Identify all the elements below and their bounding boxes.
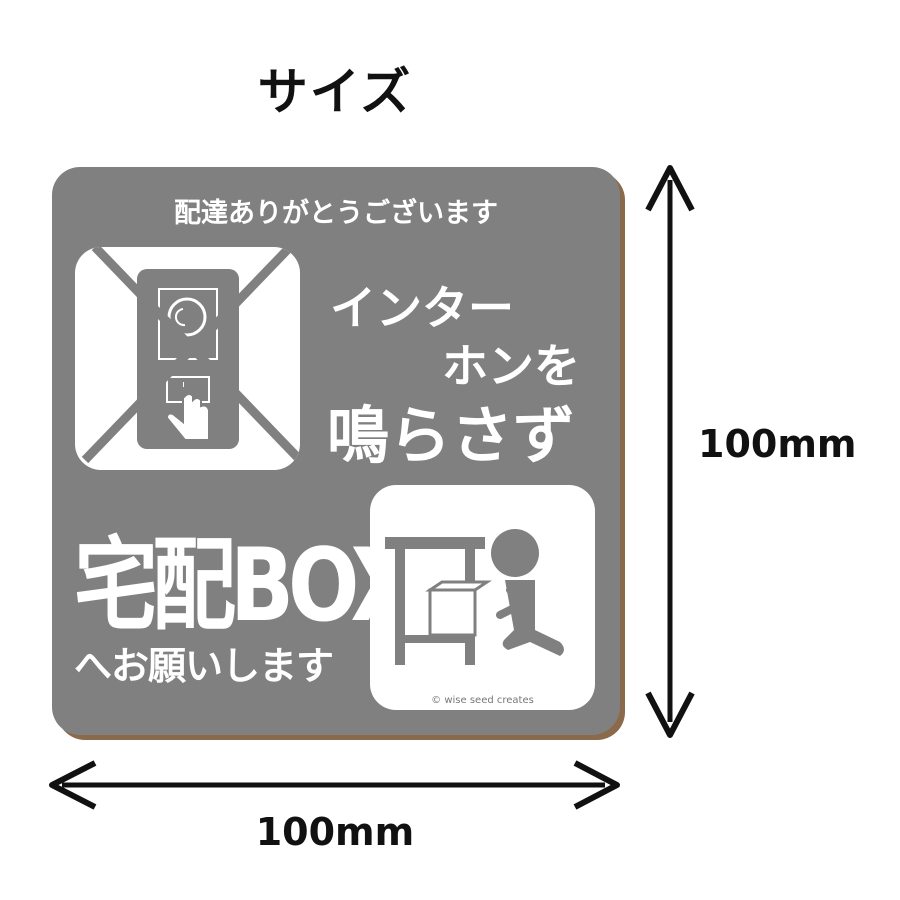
box-subtitle: へお願いします xyxy=(74,644,334,688)
horizontal-arrow-icon xyxy=(49,760,620,810)
no-intercom-icon xyxy=(75,247,300,470)
intercom-line-2: ホンを xyxy=(442,339,580,393)
sticker: 配達ありがとうございます インター ホンを 鳴らさず 宅配BOX へお願いします… xyxy=(52,167,620,735)
box-title: 宅配BOX xyxy=(74,526,415,645)
delivery-box-icon: © wise seed creates xyxy=(370,485,595,710)
credit-text: © wise seed creates xyxy=(431,695,534,706)
width-label: 100mm xyxy=(255,810,415,854)
page-title: サイズ xyxy=(257,63,413,121)
thanks-text: 配達ありがとうございます xyxy=(174,198,498,229)
height-label: 100mm xyxy=(698,422,857,466)
vertical-arrow-icon xyxy=(645,165,695,738)
intercom-line-3: 鳴らさず xyxy=(327,399,576,472)
intercom-line-1: インター xyxy=(330,281,514,335)
